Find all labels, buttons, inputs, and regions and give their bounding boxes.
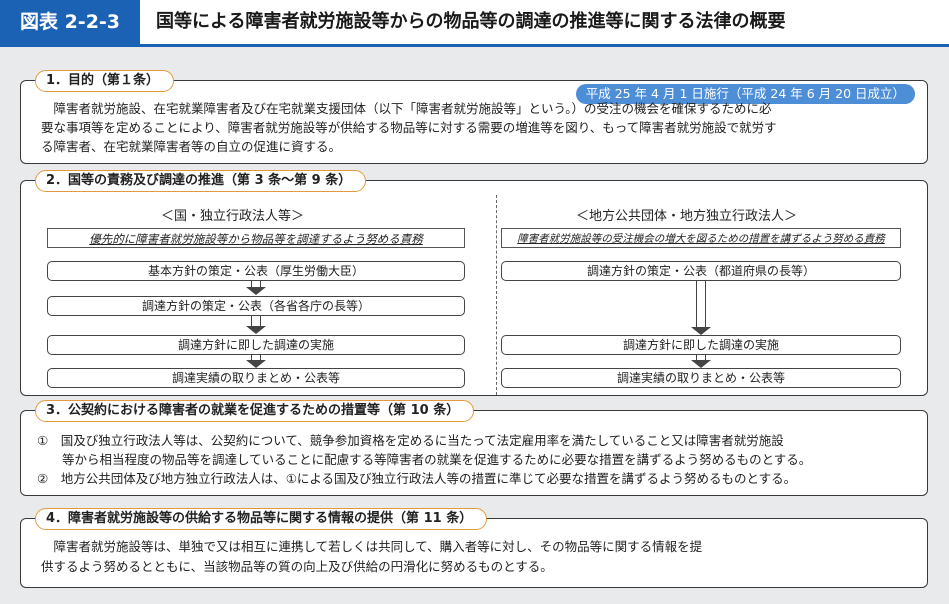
flow-arrow [696,355,706,360]
flow-arrow [251,355,261,360]
measure-item: ② 地方公共団体及び地方独立行政法人は、①による国及び独立行政法人等の措置に準じ… [37,471,797,486]
section-public-contracts-label: 3．公契約における障害者の就業を促進するための措置等（第 10 条） [35,400,475,422]
section-purpose: 1．目的（第１条） 平成 25 年 4 月 1 日施行（平成 24 年 6 月 … [20,70,928,164]
section-purpose-label: 1．目的（第１条） [35,70,175,92]
purpose-line: 要な事項等を定めることにより、障害者就労施設等が供給する物品等に対する需要の増進… [41,120,777,135]
enforcement-date-badge: 平成 25 年 4 月 1 日施行（平成 24 年 6 月 20 日成立） [575,84,915,104]
flow-arrow-head [246,360,266,368]
figure-title: 国等による障害者就労施設等からの物品等の調達の推進等に関する法律の概要 [156,11,786,32]
flow-arrow [696,281,706,327]
right-step-implementation: 調達方針に即した調達の実施 [501,335,901,355]
information-line: 供するよう努めるとともに、当該物品等の質の向上及び供給の円滑化に努めるものとする… [41,559,553,574]
figure-title-bar: 図表 2-2-3 国等による障害者就労施設等からの物品等の調達の推進等に関する法… [0,0,949,47]
section-duties-label: 2．国等の責務及び調達の推進（第 3 条〜第 9 条） [35,170,367,192]
section-information: 4．障害者就労施設等の供給する物品等に関する情報の提供（第 11 条） 障害者就… [20,508,928,588]
information-line: 障害者就労施設等は、単独で又は相互に連携して若しくは共同して、購入者等に対し、そ… [41,539,703,554]
figure-number: 図表 2-2-3 [0,0,140,44]
left-step-implementation: 調達方針に即した調達の実施 [47,335,465,355]
flow-arrow-head [691,327,711,335]
measure-item: 等から相当程度の物品等を調達していることに配慮する等障害者の就業を促進するために… [37,452,812,467]
section-information-label: 4．障害者就労施設等の供給する物品等に関する情報の提供（第 11 条） [35,508,488,530]
right-step-procurement-policy: 調達方針の策定・公表（都道府県の長等） [501,261,901,281]
measure-item: ① 国及び独立行政法人等は、公契約について、競争参加資格を定めるに当たって法定雇… [37,433,784,448]
section-public-contracts: 3．公契約における障害者の就業を促進するための措置等（第 10 条） ① 国及び… [20,400,928,496]
section-duties: 2．国等の責務及び調達の推進（第 3 条〜第 9 条） ＜国・独立行政法人等＞ … [20,170,928,396]
flow-arrow [251,281,261,287]
left-step-results: 調達実績の取りまとめ・公表等 [47,368,465,388]
left-duty-box: 優先的に障害者就労施設等から物品等を調達するよう努める責務 [47,228,465,248]
purpose-line: る障害者、在宅就業障害者等の自立の促進に資する。 [41,139,342,154]
left-step-procurement-policy: 調達方針の策定・公表（各省各庁の長等） [47,296,465,316]
right-duty-box: 障害者就労施設等の受注機会の増大を図るための措置を講ずるよう努める責務 [501,228,901,248]
flow-arrow [251,316,261,326]
flow-arrow-head [691,360,711,368]
purpose-line: 障害者就労施設、在宅就業障害者及び在宅就業支援団体（以下「障害者就労施設等」とい… [41,101,772,116]
right-step-results: 調達実績の取りまとめ・公表等 [501,368,901,388]
flow-arrow-head [246,326,266,334]
left-step-basic-policy: 基本方針の策定・公表（厚生労働大臣） [47,261,465,281]
flow-arrow-head [246,287,266,295]
column-divider [496,195,497,395]
left-column-heading: ＜国・独立行政法人等＞ [161,209,305,224]
right-column-heading: ＜地方公共団体・地方独立行政法人＞ [576,209,798,224]
